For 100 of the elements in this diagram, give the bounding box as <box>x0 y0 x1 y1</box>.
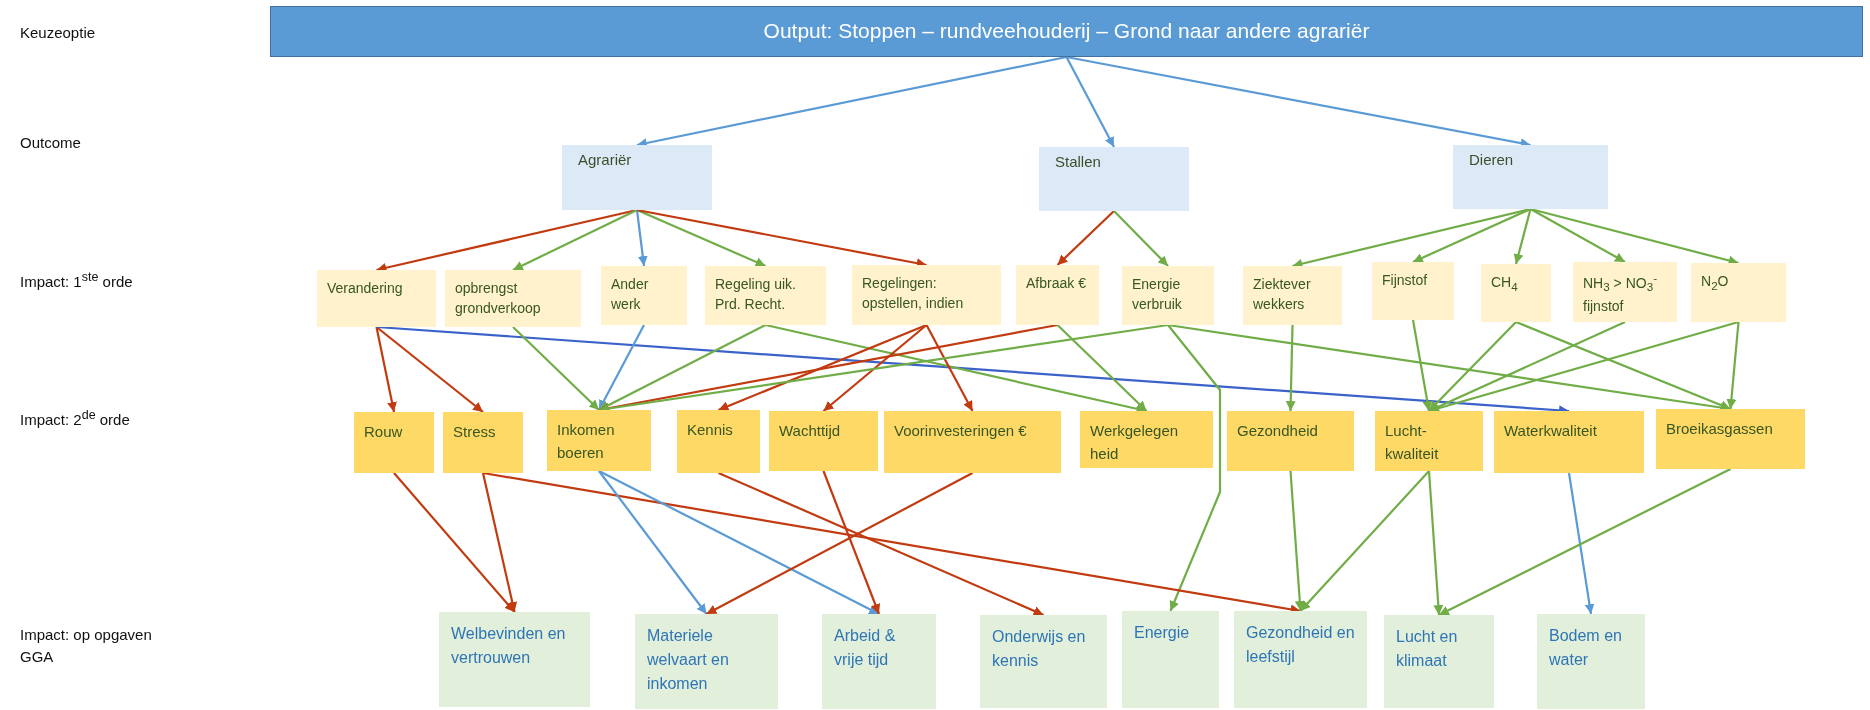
arrow <box>636 209 766 267</box>
impact-box <box>884 411 1061 473</box>
goal-box <box>1234 611 1367 708</box>
box-text: Onderwijs en kennis <box>992 627 1087 671</box>
impact-box <box>677 410 760 473</box>
arrow <box>636 55 1067 148</box>
row-heading: Outcome <box>20 133 82 153</box>
box-text: Lucht en klimaat <box>1396 627 1459 671</box>
impact-box <box>601 266 687 325</box>
box-text: Bodem en water <box>1549 626 1623 670</box>
impact-box <box>547 410 651 471</box>
row-heading: Impact: 1$^{ste}$ orde <box>20 269 134 292</box>
outcome-box <box>1039 147 1189 211</box>
arrow <box>393 472 516 613</box>
box-text: Verandering <box>327 279 403 298</box>
impact-box <box>1481 264 1551 322</box>
box-text: Dieren <box>1469 151 1514 168</box>
arrow <box>635 209 648 267</box>
impact-box <box>1375 411 1483 471</box>
box-text: Regeling uik. Prd. Recht. <box>715 275 797 315</box>
arrow <box>1513 208 1532 265</box>
arrow <box>1113 210 1169 267</box>
box-text: N$_{2}$O <box>1701 272 1729 294</box>
box-text: Stress <box>453 422 496 442</box>
arrow <box>598 324 645 411</box>
arrow <box>375 326 484 413</box>
box-text: Output: Stoppen – rundveehouderij – Grond naar andere agrariër <box>763 19 1370 43</box>
arrow <box>765 323 1147 414</box>
arrow <box>512 209 638 271</box>
goal-box <box>1122 611 1219 708</box>
box-text: Energie verbruik <box>1132 275 1183 315</box>
box-text: Energie <box>1134 623 1190 643</box>
box-text: Regelingen: opstellen, indien <box>862 274 965 314</box>
impact-box <box>317 270 436 327</box>
box-text: Kennis <box>687 420 733 440</box>
arrow <box>375 326 397 413</box>
outcome-box <box>1453 145 1608 209</box>
arrow <box>1567 472 1595 615</box>
impact-box <box>769 411 878 471</box>
arrow <box>1056 210 1115 266</box>
impact-box <box>1372 262 1454 320</box>
box-text: Lucht- kwaliteit <box>1385 421 1440 464</box>
box-text: Fijnstof <box>1382 271 1428 290</box>
arrow <box>718 472 1044 616</box>
box-text: Afbraak € <box>1026 274 1086 293</box>
arrow <box>1529 208 1626 263</box>
impact-box <box>705 266 826 325</box>
arrow <box>512 326 600 411</box>
row-heading: Keuzeoptie <box>20 23 97 43</box>
arrow <box>1726 321 1740 410</box>
goal-box <box>1384 615 1494 708</box>
impact-box <box>1656 409 1805 469</box>
arrow <box>1299 470 1430 612</box>
arrow <box>636 208 927 268</box>
box-text: Welbevinden en vertrouwen <box>451 624 567 668</box>
impact-box <box>354 412 434 473</box>
impact-box <box>852 265 1001 325</box>
box-text: Broeikasgassen <box>1666 419 1773 439</box>
arrow <box>1056 324 1148 412</box>
arrow <box>822 470 881 615</box>
impact-box <box>443 412 523 473</box>
impact-box <box>1080 411 1213 468</box>
arrow <box>598 470 880 615</box>
box-text: Arbeid & vrije tijd <box>834 626 897 670</box>
arrow <box>1427 470 1444 616</box>
box-text: Gezondheid <box>1237 421 1318 441</box>
impact-box <box>445 270 581 327</box>
box-text: opbrengst grondverkoop <box>455 279 542 319</box>
arrow <box>1066 55 1531 148</box>
box-text: Voorinvesteringen € <box>894 421 1027 441</box>
outcome-box <box>562 145 712 210</box>
arrow <box>1438 468 1731 616</box>
arrow <box>706 472 973 615</box>
impact-box <box>1691 263 1786 322</box>
impact-box <box>1494 411 1644 473</box>
box-text: Ziektever wekkers <box>1253 275 1312 315</box>
arrow <box>1065 56 1115 148</box>
arrow <box>1515 321 1731 410</box>
goal-box <box>1537 614 1645 709</box>
impact-box <box>1016 265 1099 325</box>
arrow <box>925 324 974 412</box>
arrow <box>718 324 927 411</box>
goal-box <box>439 612 590 707</box>
arrow <box>1411 319 1433 412</box>
arrow <box>1412 208 1531 263</box>
arrow <box>1285 324 1296 412</box>
goal-box <box>980 615 1107 708</box>
box-text: Wachttijd <box>779 421 841 441</box>
row-heading: Impact: 2$^{de}$ orde <box>20 407 131 430</box>
box-text: Waterkwaliteit <box>1504 421 1597 441</box>
arrow <box>598 470 708 615</box>
box-text: Rouw <box>364 422 403 442</box>
box-text: Materiele welvaart en inkomen <box>647 626 730 694</box>
arrow <box>1530 207 1739 266</box>
impact-box <box>1573 262 1677 322</box>
arrow <box>481 472 518 613</box>
goal-box <box>635 614 778 709</box>
impact-box <box>1243 266 1342 325</box>
box-text: Werkgelegen heid <box>1090 421 1180 464</box>
box-text: Inkomen boeren <box>557 420 616 463</box>
